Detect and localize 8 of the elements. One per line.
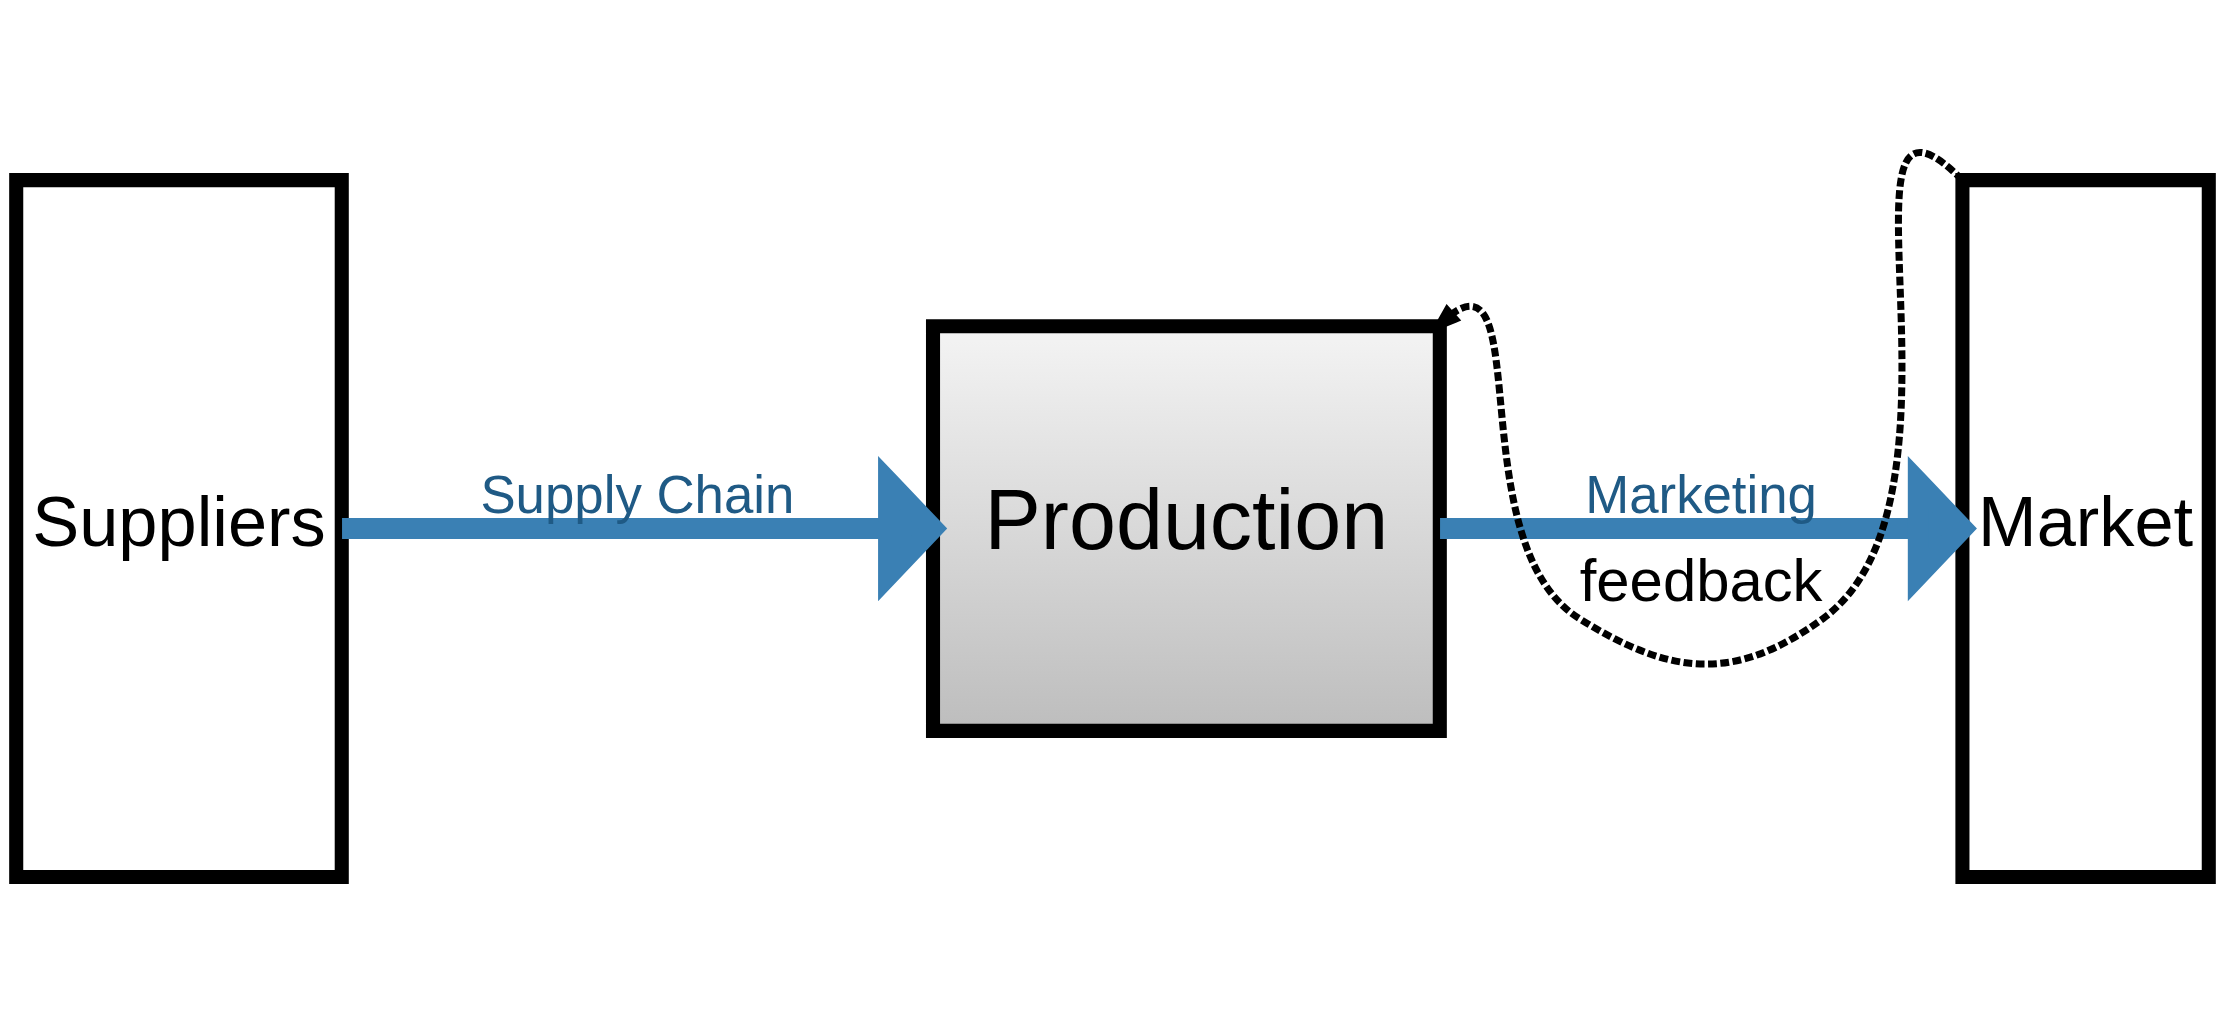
arrow [342,455,948,602]
edge-label: feedback [1579,547,1823,615]
node-box: Production [925,319,1447,738]
edge-label: Marketing [1585,464,1817,524]
arrow [1440,455,1977,602]
node-box: Market [1955,173,2216,884]
node-box: Suppliers [9,173,349,884]
edge-label: Supply Chain [480,464,795,524]
